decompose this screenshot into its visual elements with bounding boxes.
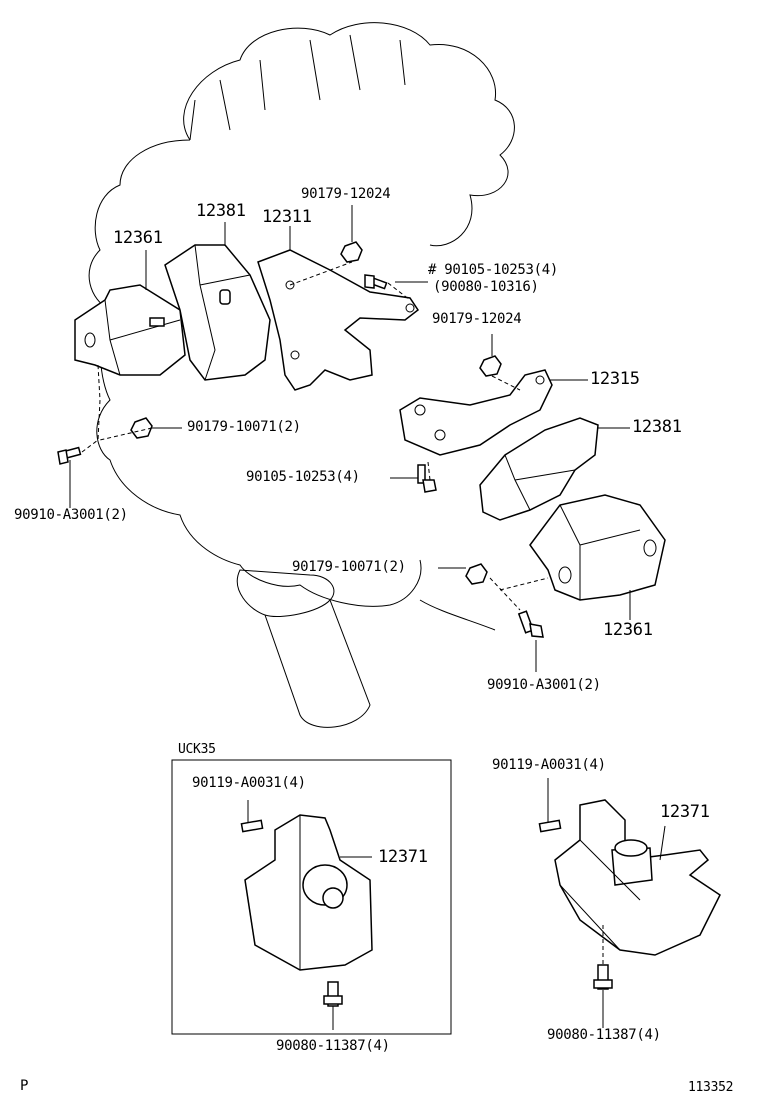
label-90080-11387-box: 90080-11387(4) [276,1038,390,1054]
label-uck35: UCK35 [178,742,216,757]
label-12371-box: 12371 [378,847,428,867]
label-90080-10316: (90080-10316) [433,279,539,295]
label-90910-a3001-b: 90910-A3001(2) [487,677,601,693]
bolt-90910-a3001-left [57,446,82,465]
bolt-90119-a0031-uck35 [240,819,264,833]
label-90105-10253: 90105-10253(4) [246,469,360,485]
heat-insulator-12381-right [479,417,599,521]
exhaust-pipe-inner [264,599,331,618]
alignment-lines [81,261,549,611]
nut-90179-10071-right [465,563,488,585]
bolt-90910-a3001-right [517,610,544,638]
bolt-90080-11387-uck35 [323,981,343,1007]
engine-outline-inner [189,34,406,141]
label-12371-right: 12371 [660,802,710,822]
bracket-12311 [257,249,420,391]
drawing-number: 113352 [688,1080,734,1095]
bracket-12315 [399,369,553,456]
engine-outline [88,22,515,607]
label-12381-right: 12381 [632,417,682,437]
mount-12371-uck35 [244,814,373,971]
insulator-12361-right [529,494,666,601]
nut-90179-10071-left [130,417,153,439]
label-90179-10071-a: 90179-10071(2) [187,419,301,435]
label-12381-top: 12381 [196,201,246,221]
uck35-variant-box [171,759,452,1035]
label-90910-a3001-a: 90910-A3001(2) [14,507,128,523]
label-90179-10071-b: 90179-10071(2) [292,559,406,575]
label-90179-12024-b: 90179-12024 [432,311,522,327]
insulator-12361-left [74,284,186,376]
mount-12371-right [554,799,721,956]
nut-90179-12024-top [340,241,363,263]
engine-leader-line [419,599,496,631]
nut-90179-12024-right [479,355,502,377]
label-12361-right: 12361 [603,620,653,640]
label-12311: 12311 [262,207,312,227]
bolt-90119-a0031-right [538,819,562,833]
bolt-90105-10253-top [364,274,388,290]
label-12361-top: 12361 [113,228,163,248]
heat-insulator-12381-left [164,244,271,381]
label-90080-11387-right: 90080-11387(4) [547,1027,661,1043]
leader-lines [69,205,631,672]
leader-12371-right [659,825,666,861]
bolt-90105-10253-right [417,464,437,493]
corner-mark: P [20,1078,29,1094]
label-90119-a0031-right: 90119-A0031(4) [492,757,606,773]
label-90105-10253-hash: # 90105-10253(4) [428,262,559,278]
label-90119-a0031-box: 90119-A0031(4) [192,775,306,791]
label-90179-12024-a: 90179-12024 [301,186,391,202]
label-12315: 12315 [590,369,640,389]
bolt-90080-11387-right [593,964,613,990]
exhaust-pipe-outline [236,569,371,728]
